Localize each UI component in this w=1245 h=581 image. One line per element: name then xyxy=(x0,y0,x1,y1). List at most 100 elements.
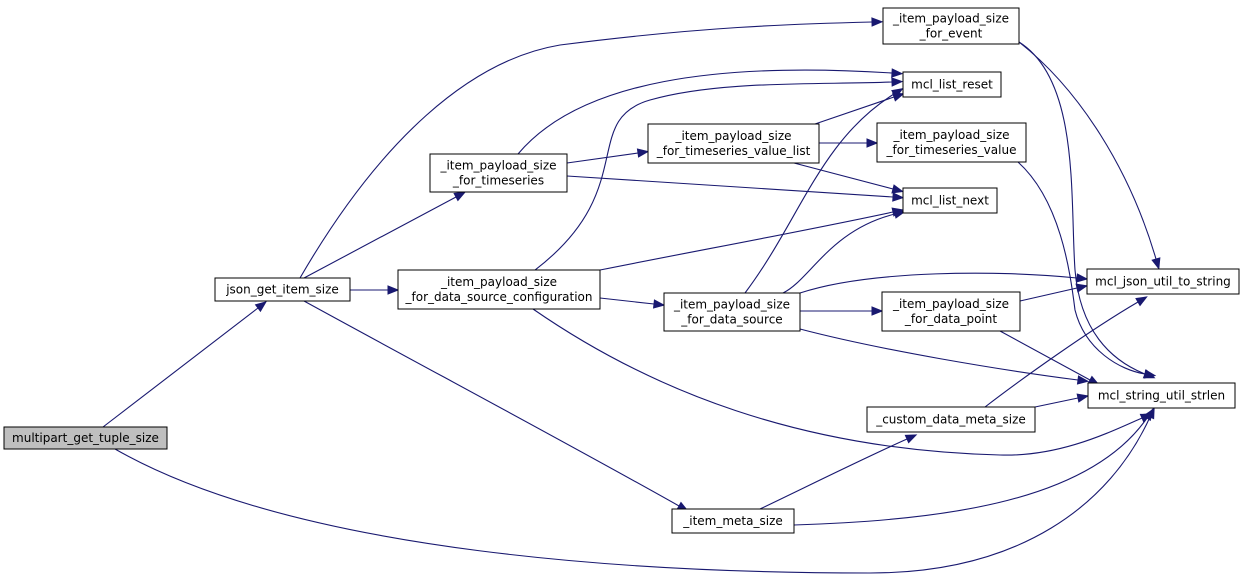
node-reset[interactable]: mcl_list_reset xyxy=(902,71,1002,98)
edge-ds-to-dp xyxy=(800,306,884,316)
edge-line xyxy=(793,417,1148,526)
edge-line xyxy=(799,272,1078,294)
node-label: _item_payload_size xyxy=(892,297,1009,311)
node-label: mcl_list_next xyxy=(911,194,989,208)
node-box xyxy=(3,426,168,450)
edge-line xyxy=(114,416,1151,574)
arrowhead-icon xyxy=(387,285,400,295)
node-ts[interactable]: _item_payload_size_for_timeseries xyxy=(429,153,568,193)
node-multipart[interactable]: multipart_get_tuple_size xyxy=(3,426,168,450)
node-event[interactable]: _item_payload_size_for_event xyxy=(882,7,1020,45)
arrowhead-icon xyxy=(1076,375,1090,385)
edge-event-to-tostr xyxy=(1018,41,1161,270)
arrowhead-icon xyxy=(891,77,904,87)
arrowhead-icon xyxy=(904,434,918,444)
edge-line xyxy=(759,438,908,510)
node-next[interactable]: mcl_list_next xyxy=(902,187,998,214)
arrowhead-icon xyxy=(893,209,907,219)
node-label: _item_meta_size xyxy=(682,514,783,528)
node-box xyxy=(866,406,1036,433)
node-box xyxy=(397,269,601,310)
node-label: _item_payload_size xyxy=(440,275,557,289)
node-box xyxy=(671,508,795,534)
edge-json_get-to-event xyxy=(299,17,884,279)
edge-line xyxy=(1034,397,1079,408)
node-dsc[interactable]: _item_payload_size_for_data_source_confi… xyxy=(397,269,601,310)
arrowhead-icon xyxy=(1143,369,1157,379)
arrowhead-icon xyxy=(866,138,879,148)
edge-line xyxy=(303,196,457,279)
edge-line xyxy=(1018,41,1146,375)
node-ims[interactable]: _item_meta_size xyxy=(671,508,795,534)
node-box xyxy=(647,123,820,164)
node-label: _for_data_source_configuration xyxy=(405,290,593,304)
edge-line xyxy=(534,81,893,271)
edge-ts-to-reset xyxy=(517,68,904,155)
arrowhead-icon xyxy=(1135,296,1148,307)
arrowhead-icon xyxy=(652,299,666,309)
node-box xyxy=(902,71,1002,98)
edge-line xyxy=(782,213,896,294)
arrowhead-icon xyxy=(254,301,267,313)
node-box xyxy=(881,291,1021,332)
node-cdms[interactable]: _custom_data_meta_size xyxy=(866,406,1036,433)
node-label: _item_payload_size xyxy=(673,298,790,312)
node-label: _for_event xyxy=(919,27,983,41)
edge-line xyxy=(744,93,895,294)
arrowhead-icon xyxy=(1076,393,1090,403)
node-label: _custom_data_meta_size xyxy=(875,413,1026,427)
edge-ts-to-next xyxy=(566,175,905,202)
arrowhead-icon xyxy=(1142,408,1154,422)
arrowhead-icon xyxy=(636,148,650,158)
edge-line xyxy=(1018,41,1157,260)
edge-multipart-to-strlen xyxy=(114,406,1155,574)
edge-multipart-to-json_get xyxy=(102,301,267,428)
edge-line xyxy=(303,300,680,507)
edge-json_get-to-ims xyxy=(303,300,689,512)
arrowhead-icon xyxy=(871,306,884,316)
edge-ds-to-reset xyxy=(744,88,904,294)
edge-json_get-to-ts xyxy=(303,191,467,279)
node-label: _item_payload_size xyxy=(439,159,556,173)
edge-dsc-to-ds xyxy=(599,297,666,309)
node-box xyxy=(214,277,351,302)
edge-json_get-to-dsc xyxy=(350,285,400,295)
edge-cdms-to-tostr xyxy=(984,296,1148,408)
node-dp[interactable]: _item_payload_size_for_data_point xyxy=(881,291,1021,332)
node-ds[interactable]: _item_payload_size_for_data_source xyxy=(663,292,801,332)
edge-dsc-to-next xyxy=(599,207,905,271)
node-box xyxy=(876,122,1027,163)
node-tostr[interactable]: mcl_json_util_to_string xyxy=(1086,268,1240,295)
node-tsvl[interactable]: _item_payload_size_for_timeseries_value_… xyxy=(647,123,820,164)
edge-tsv-to-strlen xyxy=(1017,161,1157,379)
node-box xyxy=(882,7,1020,45)
node-label: multipart_get_tuple_size xyxy=(12,431,159,445)
edge-ds-to-strlen xyxy=(799,328,1090,385)
node-label: _item_payload_size xyxy=(674,129,791,143)
edge-line xyxy=(299,21,873,279)
node-label: _item_payload_size xyxy=(892,12,1009,26)
edge-line xyxy=(566,175,894,198)
node-strlen[interactable]: mcl_string_util_strlen xyxy=(1087,382,1236,409)
node-box xyxy=(1087,382,1236,409)
edge-line xyxy=(532,308,1143,456)
edge-dp-to-tostr xyxy=(1019,283,1089,302)
node-box xyxy=(1086,268,1240,295)
edge-event-to-strlen xyxy=(1018,41,1156,379)
node-box xyxy=(663,292,801,332)
edge-dsc-to-tostr xyxy=(532,308,1153,456)
node-label: mcl_list_reset xyxy=(911,78,993,92)
node-label: json_get_item_size xyxy=(225,283,339,297)
node-json-get[interactable]: json_get_item_size xyxy=(214,277,351,302)
arrowhead-icon xyxy=(891,68,904,78)
edge-ds-to-next xyxy=(782,209,907,294)
call-edges xyxy=(102,17,1161,574)
arrowhead-icon xyxy=(871,17,884,27)
arrowhead-icon xyxy=(453,191,467,202)
edge-line xyxy=(793,162,894,190)
edge-line xyxy=(1019,287,1078,302)
node-label: mcl_json_util_to_string xyxy=(1095,275,1231,289)
arrowhead-icon xyxy=(1075,283,1089,293)
node-tsv[interactable]: _item_payload_size_for_timeseries_value xyxy=(876,122,1027,163)
